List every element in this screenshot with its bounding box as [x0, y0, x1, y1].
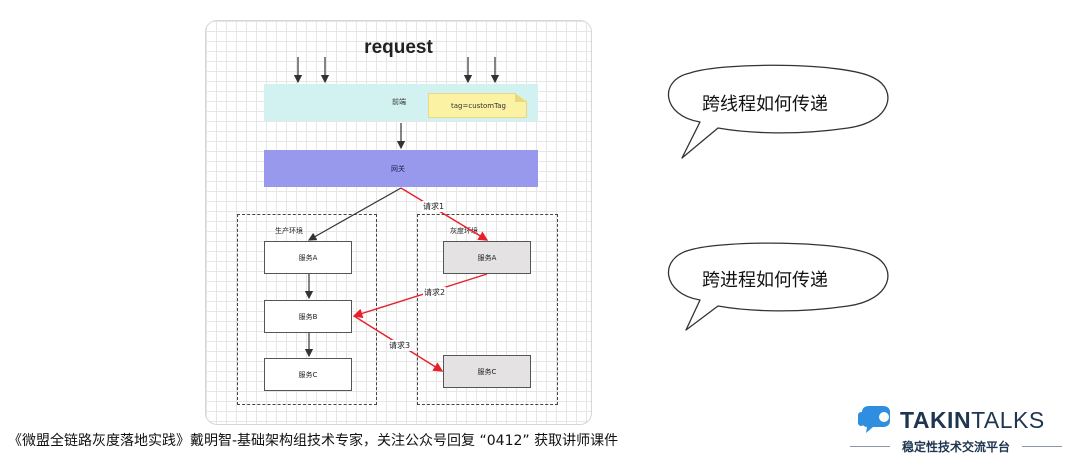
gray-environment-label: 灰度环境: [450, 227, 478, 235]
note-fold-corner: [515, 93, 527, 102]
speech-bubble-logo-icon: [858, 406, 890, 433]
gray-a-to-prod-b-arrow: [352, 273, 488, 319]
brand-name-bold: TAKIN: [900, 407, 972, 433]
callout-cross-process: 跨进程如何传递: [702, 270, 828, 291]
callout-bubble-thread-shape: [667, 64, 889, 159]
gateway-layer: 网关: [264, 150, 538, 187]
callout-bubble-process-shape: [667, 242, 889, 331]
request-3-label: 请求3: [388, 340, 412, 351]
request-1-label: 请求1: [422, 201, 446, 212]
prod-service-b: 服务B: [264, 300, 352, 333]
gray-service-c: 服务C: [443, 355, 531, 388]
brand-logo: TAKINTALKS 稳定性技术交流平台: [850, 405, 1062, 455]
request-2-label: 请求2: [423, 287, 447, 298]
brand-name-light: TALKS: [971, 407, 1045, 433]
gateway-to-prod-arrow: [307, 187, 402, 241]
brand-rule-right: [1022, 446, 1062, 447]
brand-subtitle: 稳定性技术交流平台: [901, 440, 1010, 454]
diagram-arrows: [293, 57, 500, 372]
callout-cross-thread: 跨线程如何传递: [702, 94, 828, 115]
brand-rule-left: [850, 446, 890, 447]
tag-note: tag=customTag: [428, 93, 527, 118]
gateway-label: 网关: [391, 165, 405, 173]
frontend-label: 前端: [392, 98, 406, 106]
tag-note-text: tag=customTag: [451, 102, 506, 110]
diagram-title: request: [364, 37, 433, 58]
gateway-to-gray-arrow: [400, 187, 489, 241]
brand-name: TAKINTALKS: [900, 407, 1045, 434]
prod-service-a: 服务A: [264, 241, 352, 274]
gray-environment: 灰度环境: [417, 214, 558, 405]
gray-service-a: 服务A: [443, 241, 531, 274]
prod-environment-label: 生产环境: [275, 227, 303, 235]
prod-service-c: 服务C: [264, 358, 352, 391]
footer-caption: 《微盟全链路灰度落地实践》戴明智-基础架构组技术专家，关注公众号回复 “0412…: [8, 433, 619, 449]
architecture-diagram: request 前端 tag=customTag 网关 生产环境 灰度环境 服务…: [205, 20, 592, 425]
